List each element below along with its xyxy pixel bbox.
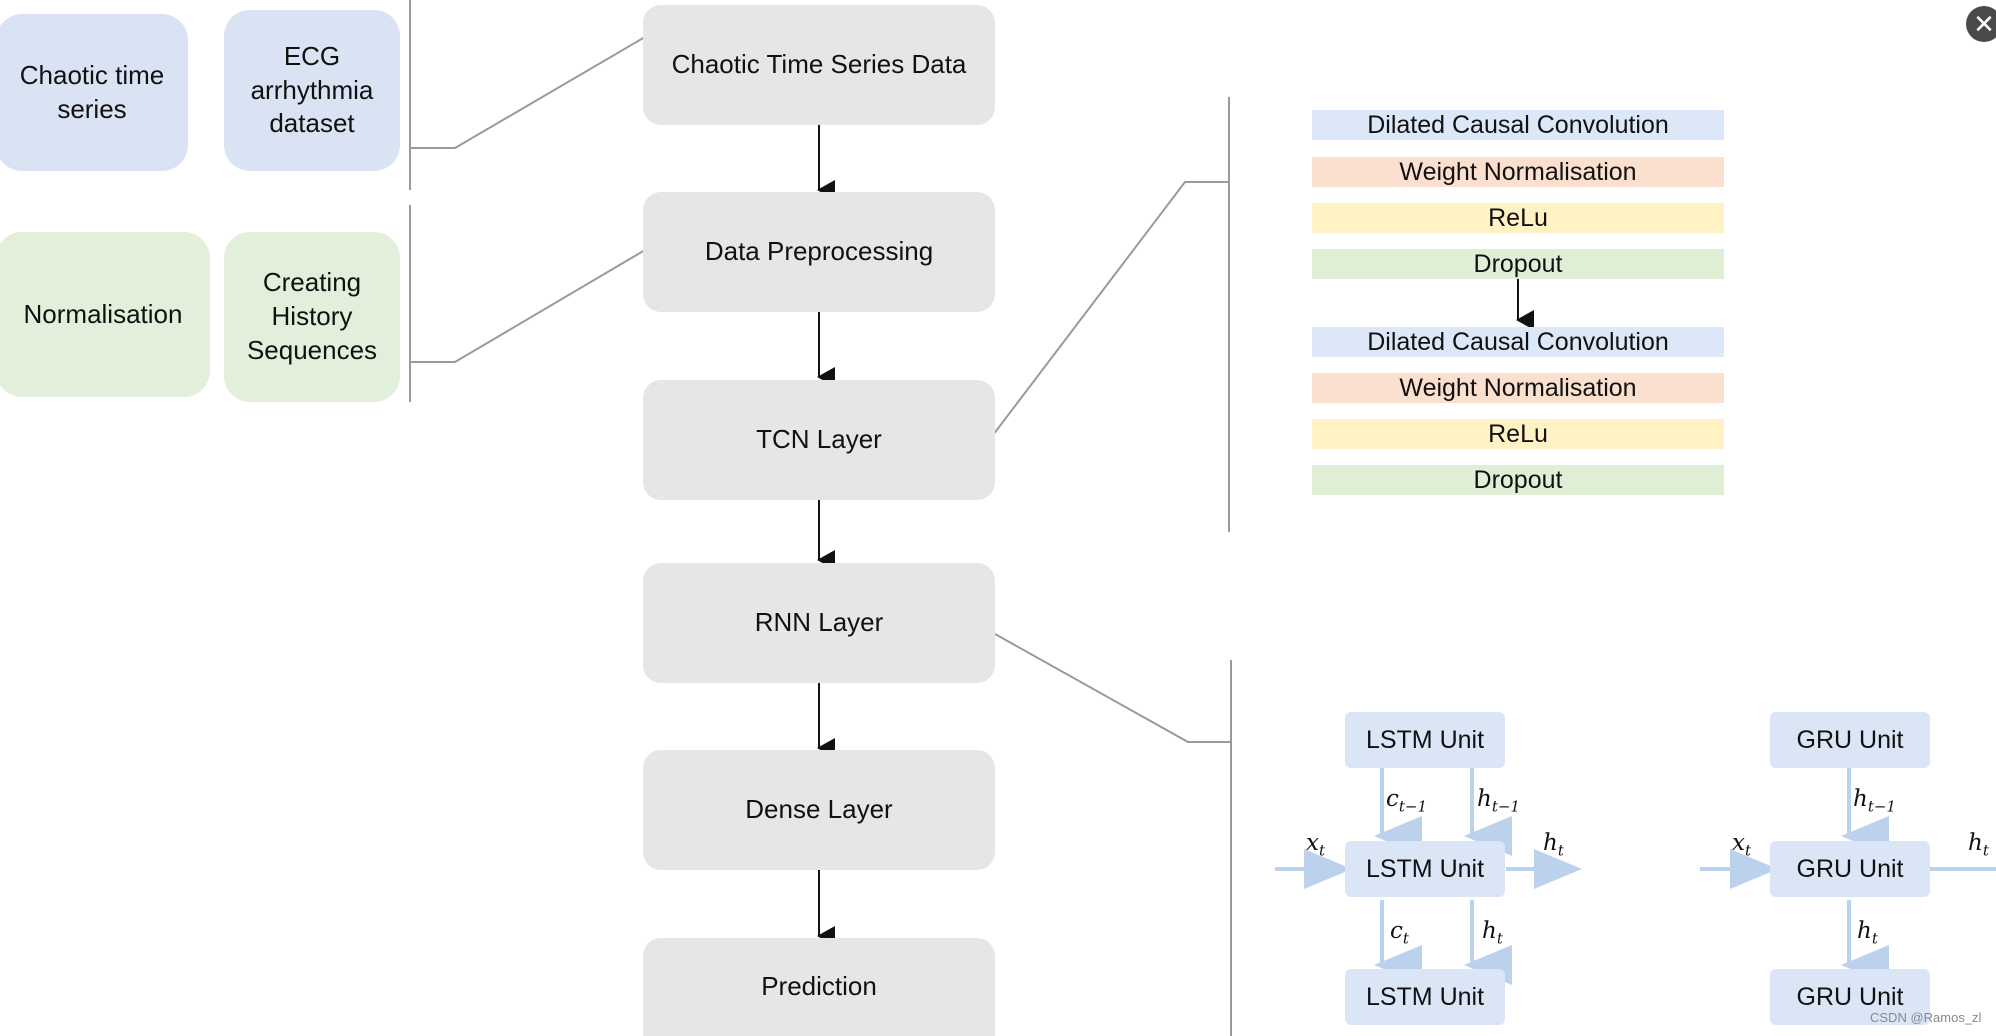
tcn-relu-2: ReLu <box>1312 419 1724 449</box>
tcn-relu-1: ReLu <box>1312 203 1724 233</box>
t-minus-1-subscript: t−1 <box>1867 797 1896 816</box>
t-subscript: t <box>1871 929 1878 948</box>
dense-layer-node: Dense Layer <box>643 750 995 870</box>
t-subscript: t <box>1318 841 1326 860</box>
preprocessing-label: Data Preprocessing <box>704 236 934 267</box>
t-subscript: t <box>1744 841 1752 860</box>
data-preprocessing-node: Data Preprocessing <box>643 192 995 312</box>
rnn-layer-node: RNN Layer <box>643 563 995 683</box>
gru-h-t-right-label: ht <box>1968 830 1989 860</box>
tcn-dropout-2: Dropout <box>1312 465 1724 495</box>
bracket-connectors <box>409 0 1232 1036</box>
lstm-connectors <box>1275 768 1582 985</box>
lstm-c-prev-label: ct−1 <box>1386 786 1427 816</box>
prediction-node: Prediction <box>643 938 995 1036</box>
chaotic-data-node: Chaotic Time Series Data <box>643 5 995 125</box>
dense-label: Dense Layer <box>745 794 893 825</box>
gru-h-prev-label: ht−1 <box>1853 786 1896 816</box>
lstm-h-prev-label: ht−1 <box>1477 786 1520 816</box>
t-subscript: t <box>1982 841 1989 860</box>
t-minus-1-subscript: t−1 <box>1491 797 1520 816</box>
gru-h-t-bottom-label: ht <box>1857 918 1878 948</box>
c-symbol: c <box>1386 786 1399 812</box>
tcn-dropout-1: Dropout <box>1312 249 1724 279</box>
watermark: CSDN @Ramos_zl <box>1870 1010 1982 1025</box>
x-symbol: x <box>1732 830 1745 856</box>
gru-x-t-label: xt <box>1732 830 1751 860</box>
close-button[interactable]: ✕ <box>1966 6 1996 42</box>
normalisation-label: Normalisation <box>23 298 183 329</box>
c-symbol: c <box>1390 918 1403 944</box>
tcn-layer-node: TCN Layer <box>643 380 995 500</box>
lstm-unit-top: LSTM Unit <box>1345 712 1505 768</box>
h-symbol: h <box>1477 786 1492 812</box>
tcn-weight-norm-1: Weight Normalisation <box>1312 157 1724 187</box>
ecg-box-line2: arrhythmia <box>250 74 374 105</box>
h-symbol: h <box>1857 918 1872 944</box>
ecg-box-line1: ECG <box>283 40 341 71</box>
x-symbol: x <box>1306 830 1319 856</box>
gru-unit-middle: GRU Unit <box>1770 841 1930 897</box>
history-box-line3: Sequences <box>246 334 378 365</box>
lstm-x-t-label: xt <box>1306 830 1325 860</box>
t-subscript: t <box>1402 929 1409 948</box>
gru-unit-bottom: GRU Unit <box>1770 969 1930 1025</box>
h-symbol: h <box>1968 830 1983 856</box>
tcn-dilated-conv-2: Dilated Causal Convolution <box>1312 327 1724 357</box>
rnn-label: RNN Layer <box>754 607 884 638</box>
ecg-box-line3: dataset <box>269 108 355 139</box>
chaotic-box-line2: series <box>57 93 127 124</box>
lstm-h-t-right-label: ht <box>1543 830 1564 860</box>
h-symbol: h <box>1853 786 1868 812</box>
history-box-line2: History <box>271 301 353 332</box>
normalisation-box: Normalisation <box>0 232 210 397</box>
lstm-c-t-label: ct <box>1390 918 1409 948</box>
history-sequences-box: Creating History Sequences <box>224 232 400 402</box>
tcn-weight-norm-2: Weight Normalisation <box>1312 373 1724 403</box>
gru-connectors <box>1700 768 1996 985</box>
lstm-unit-middle: LSTM Unit <box>1345 841 1505 897</box>
close-icon: ✕ <box>1973 8 1995 39</box>
tcn-dilated-conv-1: Dilated Causal Convolution <box>1312 110 1724 140</box>
lstm-unit-bottom: LSTM Unit <box>1345 969 1505 1025</box>
t-subscript: t <box>1496 929 1503 948</box>
h-symbol: h <box>1543 830 1558 856</box>
chaotic-time-series-box: Chaotic time series <box>0 14 188 171</box>
chaotic-data-label: Chaotic Time Series Data <box>671 49 967 80</box>
history-box-line1: Creating <box>262 267 362 298</box>
h-symbol: h <box>1482 918 1497 944</box>
t-subscript: t <box>1557 841 1564 860</box>
lstm-h-t-bottom-label: ht <box>1482 918 1503 948</box>
ecg-dataset-box: ECG arrhythmia dataset <box>224 10 400 171</box>
tcn-label: TCN Layer <box>756 424 882 455</box>
chaotic-box-line1: Chaotic time <box>19 59 165 90</box>
gru-unit-top: GRU Unit <box>1770 712 1930 768</box>
prediction-label: Prediction <box>761 971 877 1002</box>
t-minus-1-subscript: t−1 <box>1398 797 1428 816</box>
